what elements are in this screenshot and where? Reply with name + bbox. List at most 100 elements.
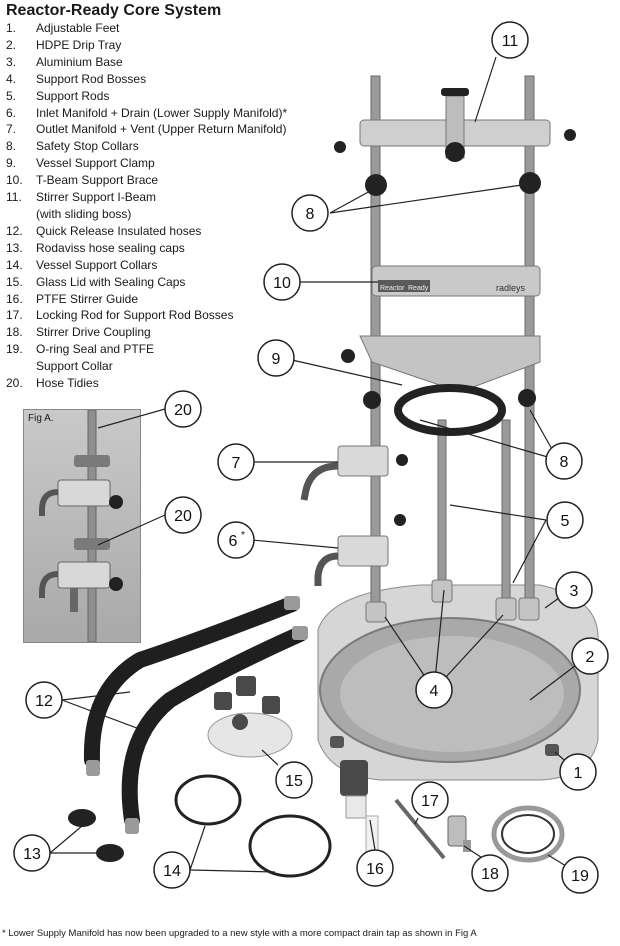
callout-1: 1	[574, 765, 583, 782]
callout-8b: 8	[560, 454, 569, 471]
callout-20b-circle	[164, 496, 202, 534]
parts-list-item: 5. Support Rods	[6, 88, 306, 105]
part-label: Vessel Support Collars	[36, 257, 158, 272]
stirrer-support-i-beam	[334, 88, 576, 162]
callout-14-circle	[153, 851, 191, 889]
parts-list-item: 15. Glass Lid with Sealing Caps	[6, 274, 306, 291]
part-label: Quick Release Insulated hoses	[36, 223, 202, 238]
part-number: 2.	[6, 37, 17, 52]
parts-list-item: 14.Vessel Support Collars	[6, 257, 306, 274]
callout-circles	[13, 21, 609, 894]
part-number: 10.	[6, 173, 23, 188]
callout-4-circle	[415, 671, 453, 709]
fig-a-illustration	[39, 410, 123, 642]
part-label: Stirrer Support I-Beam	[36, 190, 157, 205]
part-label: Hose Tidies	[36, 376, 99, 391]
o-ring-seal	[491, 805, 565, 863]
callout-15: 15	[285, 773, 303, 790]
callout-6-circle	[217, 521, 255, 559]
callout-15-circle	[275, 761, 313, 799]
callout-8a-circle	[291, 194, 329, 232]
t-beam-support-brace: Reactor Ready radleys	[371, 265, 541, 297]
parts-list: 1. Adjustable Feet 2. HDPE Drip Tray 3.Alumi…	[6, 20, 306, 392]
part-number: 8.	[6, 139, 17, 154]
part-number: 15.	[6, 274, 23, 289]
part-number: 20.	[6, 376, 23, 391]
ptfe-stirrer-guide	[340, 760, 379, 857]
part-number: 4.	[6, 71, 17, 86]
part-label: Safety Stop Collars	[36, 139, 139, 154]
glass-lid	[207, 676, 293, 758]
parts-list-item: 12. Quick Release Insulated hoses	[6, 223, 306, 240]
callout-3: 3	[570, 583, 579, 600]
part-number: 3.	[6, 54, 17, 69]
hose-sealing-caps	[68, 809, 124, 862]
safety-stop-collars	[363, 172, 541, 409]
callout-19: 19	[571, 868, 589, 885]
callout-14: 14	[163, 863, 181, 880]
locking-rod	[394, 798, 446, 860]
part-label: Locking Rod for Support Rod Bosses	[36, 308, 234, 323]
vessel-support-clamp	[341, 335, 541, 436]
parts-list-item: (with sliding boss)	[6, 206, 306, 223]
callout-20b: 20	[174, 508, 192, 525]
callout-11: 11	[502, 33, 519, 50]
callout-13: 13	[23, 846, 41, 863]
brace-brand-ready: Ready	[408, 285, 429, 292]
inlet-manifold	[314, 514, 406, 586]
brace-brand-reactor: Reactor	[380, 285, 405, 292]
parts-list-item: 13.Rodaviss hose sealing caps	[6, 240, 306, 257]
part-label: Glass Lid with Sealing Caps	[36, 274, 186, 289]
part-label: Rodaviss hose sealing caps	[36, 240, 185, 255]
parts-list-item: 7.Outlet Manifold + Vent (Upper Return M…	[6, 121, 306, 138]
callout-18-circle	[471, 854, 509, 892]
part-label: Inlet Manifold + Drain (Lower Supply Man…	[36, 105, 288, 120]
callout-9-circle	[257, 339, 295, 377]
part-number: 5.	[6, 88, 17, 103]
fig-a-inset: Fig A.	[23, 409, 141, 643]
part-number: 12.	[6, 223, 23, 238]
callout-16-circle	[356, 849, 394, 887]
part-label: Support Rods	[36, 88, 110, 103]
callout-19-circle	[561, 856, 599, 894]
callout-4: 4	[430, 683, 439, 700]
part-label: HDPE Drip Tray	[36, 37, 122, 52]
parts-list-item: 19.O-ring Seal and PTFE	[6, 341, 306, 358]
callout-7: 7	[232, 455, 241, 472]
callout-1-circle	[559, 753, 597, 791]
footnote: * Lower Supply Manifold has now been upg…	[2, 928, 477, 939]
part-label: Support Rod Bosses	[36, 71, 147, 86]
callout-3-circle	[555, 571, 593, 609]
callout-6-asterisk: *	[241, 530, 245, 541]
parts-list-item: 17. Locking Rod for Support Rod Bosses	[6, 307, 306, 324]
part-label: Vessel Support Clamp	[36, 156, 155, 171]
parts-list-item: 4. Support Rod Bosses	[6, 71, 306, 88]
callout-10-circle	[263, 263, 301, 301]
callout-7-circle	[217, 443, 255, 481]
part-number: 17.	[6, 308, 23, 323]
part-number: 19.	[6, 342, 23, 357]
part-label: Adjustable Feet	[36, 21, 120, 35]
part-number: 6.	[6, 105, 17, 120]
part-number: 7.	[6, 122, 17, 137]
part-number: 1.	[6, 21, 17, 35]
callout-16: 16	[366, 861, 384, 878]
part-number: 18.	[6, 325, 23, 340]
part-label: (with sliding boss)	[36, 206, 132, 221]
part-number: 11.	[6, 190, 22, 205]
parts-list-item: 10.T-Beam Support Brace	[6, 172, 306, 189]
parts-list-item: Support Collar	[6, 358, 306, 375]
callout-8b-circle	[545, 442, 583, 480]
parts-list-item: 8. Safety Stop Collars	[6, 138, 306, 155]
part-label: Stirrer Drive Coupling	[36, 325, 151, 340]
quick-release-insulated-hoses	[83, 596, 308, 834]
fig-a-label: Fig A.	[28, 413, 54, 424]
callout-20a-circle	[164, 390, 202, 428]
brace-logo: radleys	[496, 283, 526, 293]
page-title: Reactor-Ready Core System	[6, 2, 222, 19]
callout-8a: 8	[306, 206, 315, 223]
callout-20a: 20	[174, 402, 192, 419]
part-label: Support Collar	[36, 359, 113, 374]
parts-list-item: 3.Aluminium Base	[6, 54, 306, 71]
callout-12: 12	[35, 693, 53, 710]
